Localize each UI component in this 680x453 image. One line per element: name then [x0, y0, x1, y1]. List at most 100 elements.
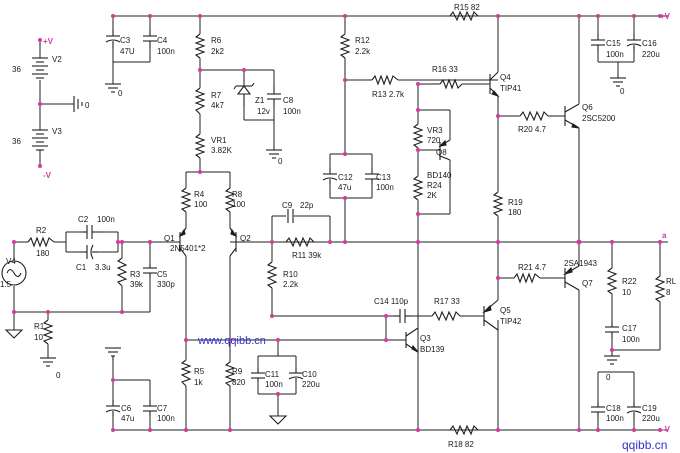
- label-q2: Q2: [240, 234, 251, 243]
- wires: [13, 15, 668, 431]
- label-c19-value: 220u: [642, 414, 660, 423]
- label-c5: C5: [157, 270, 168, 279]
- label-c3: C3: [120, 36, 131, 45]
- capacitor-c14: [394, 309, 412, 323]
- resistor-r16: [439, 78, 463, 90]
- resistor-r1: [42, 319, 54, 345]
- ground-icon: [604, 355, 620, 365]
- label-c4: C4: [157, 36, 168, 45]
- ground-icon: [268, 415, 288, 425]
- label-c16-value: 220u: [642, 50, 660, 59]
- resistor-rl: [654, 275, 666, 303]
- label-c3-value: 47U: [120, 47, 135, 56]
- ground-icon: [610, 77, 626, 87]
- transistor-q6: [564, 103, 580, 129]
- label-c15: C15: [606, 39, 621, 48]
- label-r3: R3: [130, 270, 141, 279]
- label-r3-value: 39k: [130, 280, 144, 289]
- label-r10: R10: [283, 270, 298, 279]
- resistors: [27, 10, 666, 436]
- resistor-r8: [224, 187, 236, 213]
- label-r13: R13 2.7k: [372, 90, 405, 99]
- label-z1-value: 12v: [257, 107, 270, 116]
- label-q8-value: BD140: [427, 171, 452, 180]
- label-q5: Q5: [500, 306, 511, 315]
- label-c6-value: 47u: [121, 414, 134, 423]
- rail-vminus-label: -V: [662, 425, 671, 434]
- label-v4-value: 1.5: [0, 280, 12, 289]
- label-v3: V3: [52, 127, 62, 136]
- zero-label: 0: [278, 157, 283, 166]
- transistor-q2: [229, 227, 238, 257]
- label-rl: RL: [666, 277, 677, 286]
- label-vr1: VR1: [211, 136, 227, 145]
- transistor-q4: [489, 71, 500, 98]
- battery-v3: [32, 129, 48, 151]
- label-r19-value: 180: [508, 208, 522, 217]
- sources: [1, 57, 255, 286]
- resistor-vr1: [194, 133, 206, 159]
- component-labels: R15 82 C3 47U C4 100n R6 2k2 R12 2.2k C1…: [0, 3, 677, 449]
- label-q6: Q6: [582, 103, 593, 112]
- label-r2-value: 180: [36, 249, 50, 258]
- label-c8-value: 100n: [283, 107, 301, 116]
- capacitors: [82, 30, 642, 418]
- label-c5-value: 330p: [157, 280, 175, 289]
- label-r5: R5: [194, 367, 205, 376]
- label-r1: R1: [34, 322, 45, 331]
- label-c6: C6: [121, 404, 132, 413]
- label-c12: C12: [338, 173, 353, 182]
- resistor-vr3: [412, 123, 424, 149]
- label-r4: R4: [194, 190, 205, 199]
- capacitor-c16: [626, 34, 642, 52]
- label-c9-value: 22p: [300, 201, 314, 210]
- capacitor-c6: [105, 400, 121, 416]
- label-c19: C19: [642, 404, 657, 413]
- label-r8-value: 100: [232, 200, 246, 209]
- label-r9-value: 820: [232, 378, 246, 387]
- resistor-r9: [224, 361, 236, 387]
- transistor-q3: [405, 327, 419, 353]
- label-r4-value: 100: [194, 200, 208, 209]
- resistor-r20: [519, 110, 549, 122]
- capacitor-c18: [591, 402, 605, 418]
- watermark-corner: qqibb.cn: [622, 438, 667, 452]
- capacitor-c11: [251, 368, 265, 382]
- label-r10-value: 2.2k: [283, 280, 299, 289]
- label-q1: Q1: [164, 234, 175, 243]
- resistor-r15: [449, 10, 479, 22]
- label-c7: C7: [157, 404, 168, 413]
- label-c1-value: 3.3u: [95, 263, 111, 272]
- label-r12: R12: [355, 36, 370, 45]
- label-r18: R18 82: [448, 440, 474, 449]
- output-node-label: a: [662, 231, 667, 240]
- capacitor-c8: [267, 86, 281, 106]
- capacitor-c1: [82, 244, 98, 260]
- label-r11: R11 39k: [292, 251, 322, 260]
- resistor-r22: [606, 267, 618, 295]
- transistors: [178, 71, 580, 353]
- label-q5-value: TIP42: [500, 317, 522, 326]
- capacitor-c2: [82, 225, 98, 239]
- label-q7-value: 2SA1943: [564, 259, 597, 268]
- label-c9: C9: [282, 201, 293, 210]
- ac-source-v4: [1, 260, 27, 286]
- label-r22: R22: [622, 277, 637, 286]
- label-q3-value: BD139: [420, 345, 445, 354]
- label-r2: R2: [36, 226, 47, 235]
- label-r1-value: 10: [34, 333, 43, 342]
- label-c4-value: 100n: [157, 47, 175, 56]
- label-c13: C13: [376, 173, 391, 182]
- label-r7-value: 4k7: [211, 101, 224, 110]
- resistor-r13: [371, 74, 399, 86]
- capacitor-c12: [322, 168, 338, 184]
- resistor-r12: [339, 33, 351, 59]
- ground-icon: [40, 357, 56, 367]
- label-c16: C16: [642, 39, 657, 48]
- capacitor-c10: [288, 368, 304, 382]
- resistor-r11: [285, 236, 315, 248]
- label-vr1-value: 3.82K: [211, 146, 233, 155]
- label-c14: C14 110p: [374, 297, 409, 306]
- ground-icon: [266, 149, 282, 159]
- label-c12-value: 47u: [338, 183, 351, 192]
